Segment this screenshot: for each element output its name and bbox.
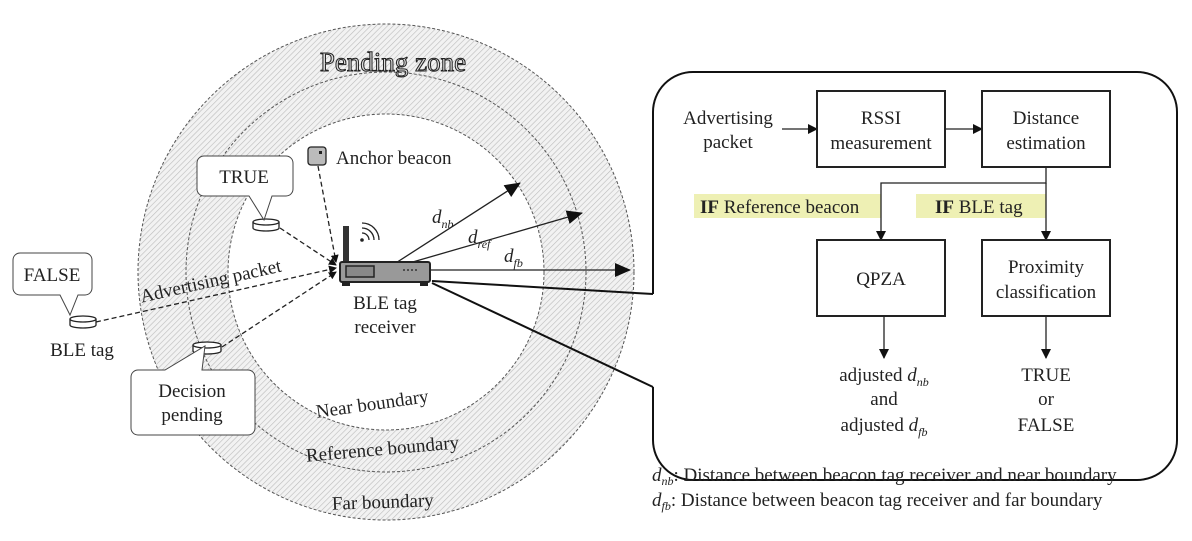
far-boundary-circle (137, 23, 635, 521)
legend-dfb: dfb: Distance between beacon tag receive… (652, 490, 1103, 513)
qpza-box: QPZA (816, 239, 946, 317)
callout-decision-pending: Decision pending (130, 345, 256, 436)
flow-input-line1: Advertising (683, 108, 773, 129)
reference-boundary-circle (185, 71, 587, 473)
proximity-classification-box: Proximity classification (981, 239, 1111, 317)
anchor-beacon-label: Anchor beacon (336, 148, 452, 169)
ble-receiver-icon (339, 222, 431, 286)
svg-text:pending: pending (161, 405, 223, 426)
svg-text:classification: classification (996, 282, 1097, 303)
svg-text:RSSI: RSSI (861, 108, 901, 129)
d-ref-label: dref (468, 227, 492, 251)
zoom-connector-bottom (431, 282, 654, 388)
svg-text:Proximity: Proximity (1008, 257, 1085, 278)
condition-reference-beacon: IF Reference beacon (700, 197, 860, 218)
process-panel (652, 71, 1178, 481)
ble-tag-icon-false (69, 315, 97, 329)
output-adjusted-dfb: adjusted dfb (841, 415, 928, 439)
output-or: or (1038, 389, 1055, 410)
callout-true: TRUE (196, 155, 294, 222)
false-tag-signal-line (95, 265, 337, 323)
callout-false: FALSE (12, 252, 93, 317)
branch-to-qpza (876, 167, 1047, 241)
anchor-beacon-icon (307, 146, 327, 166)
output-and: and (870, 389, 898, 410)
highlight-ble-tag (916, 194, 1046, 218)
d-nb-arrow (387, 182, 521, 269)
svg-text:Decision: Decision (158, 381, 226, 402)
pending-tag-signal-line (221, 271, 337, 348)
d-fb-label: dfb (504, 246, 523, 270)
receiver-label-line2: receiver (354, 317, 416, 338)
condition-ble-tag: IF BLE tag (935, 197, 1023, 218)
ble-tag-icon-true (252, 218, 280, 232)
near-boundary-circle (227, 113, 545, 431)
svg-text:TRUE: TRUE (219, 167, 269, 188)
svg-text:measurement: measurement (830, 133, 932, 154)
svg-text:Distance: Distance (1013, 108, 1079, 129)
zoom-connector-top (431, 280, 654, 295)
svg-text:QPZA: QPZA (856, 269, 906, 290)
svg-text:estimation: estimation (1006, 133, 1086, 154)
output-true: TRUE (1021, 365, 1071, 386)
pending-zone-title: Pending zone (320, 47, 466, 77)
distance-estimation-box: Distance estimation (981, 90, 1111, 168)
legend-dnb: dnb: Distance between beacon tag receive… (652, 465, 1117, 488)
d-nb-label: dnb (432, 207, 454, 231)
ble-tag-label: BLE tag (50, 340, 114, 361)
flow-input-line2: packet (703, 132, 753, 153)
anchor-signal-line (317, 165, 339, 263)
svg-text:FALSE: FALSE (24, 265, 81, 286)
true-tag-signal-line (279, 227, 337, 266)
output-false: FALSE (1018, 415, 1075, 436)
output-adjusted-dnb: adjusted dnb (839, 365, 929, 389)
rssi-measurement-box: RSSI measurement (816, 90, 946, 168)
receiver-label-line1: BLE tag (353, 293, 417, 314)
far-boundary-label: Far boundary (332, 490, 435, 515)
highlight-reference (694, 194, 881, 218)
d-ref-arrow (391, 210, 583, 269)
